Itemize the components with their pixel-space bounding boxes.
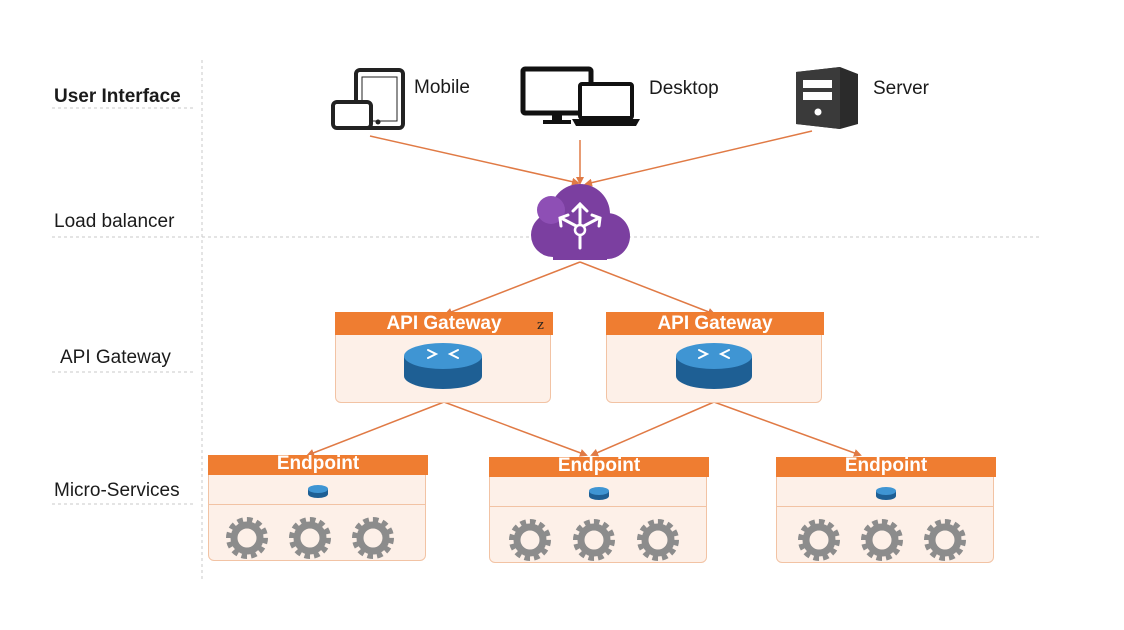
cloud-load-balancer-icon xyxy=(531,184,630,260)
gear-icon xyxy=(924,519,966,561)
endpoint-card: Endpoint xyxy=(208,454,428,561)
api-gateway-card: API Gateway xyxy=(335,312,553,403)
gear-icon xyxy=(637,519,679,561)
router-icon xyxy=(676,343,752,389)
api-gateway-card: API Gateway xyxy=(606,312,824,403)
connector-server-lb xyxy=(584,130,813,187)
device-label-desktop: Desktop xyxy=(649,78,719,99)
router-icon xyxy=(308,485,328,498)
server-tower-icon xyxy=(796,67,858,129)
gear-icon xyxy=(861,519,903,561)
layer-label-user-interface: User Interface xyxy=(54,86,181,107)
endpoint-header: Endpoint xyxy=(208,454,428,475)
endpoint-card: Endpoint xyxy=(489,456,709,563)
gears-group xyxy=(226,517,394,559)
router-icon xyxy=(404,343,482,389)
device-label-server: Server xyxy=(873,78,929,99)
monitor-laptop-icon xyxy=(520,66,640,126)
api-gateway-header: API Gateway xyxy=(606,312,824,335)
connector-lb-gw2 xyxy=(579,261,716,316)
router-icon xyxy=(876,487,896,500)
gear-icon xyxy=(226,517,268,559)
gears-group xyxy=(509,519,679,561)
connector-gw1-ep1 xyxy=(306,401,445,457)
endpoint-header: Endpoint xyxy=(489,456,709,477)
endpoint-header: Endpoint xyxy=(776,456,996,477)
gear-icon xyxy=(289,517,331,559)
device-label-mobile: Mobile xyxy=(414,77,470,98)
connector-gw2-ep3 xyxy=(713,401,862,457)
connector-gw1-ep2 xyxy=(443,401,588,457)
tablet-phone-icon xyxy=(331,68,405,130)
stray-mark: z xyxy=(537,318,544,333)
gear-icon xyxy=(798,519,840,561)
connector-mobile-lb xyxy=(369,135,580,186)
gear-icon xyxy=(573,519,615,561)
layer-label-load-balancer: Load balancer xyxy=(54,211,175,232)
connector-lb-gw1 xyxy=(444,261,581,316)
connector-gw2-ep2 xyxy=(590,401,715,457)
connectors xyxy=(306,130,862,457)
gear-icon xyxy=(352,517,394,559)
router-icon xyxy=(589,487,609,500)
endpoint-card: Endpoint xyxy=(776,456,996,563)
layer-label-api-gateway: API Gateway xyxy=(60,347,171,368)
gears-group xyxy=(798,519,966,561)
api-gateway-header: API Gateway xyxy=(335,312,553,335)
layer-label-micro-services: Micro-Services xyxy=(54,480,180,501)
gear-icon xyxy=(509,519,551,561)
